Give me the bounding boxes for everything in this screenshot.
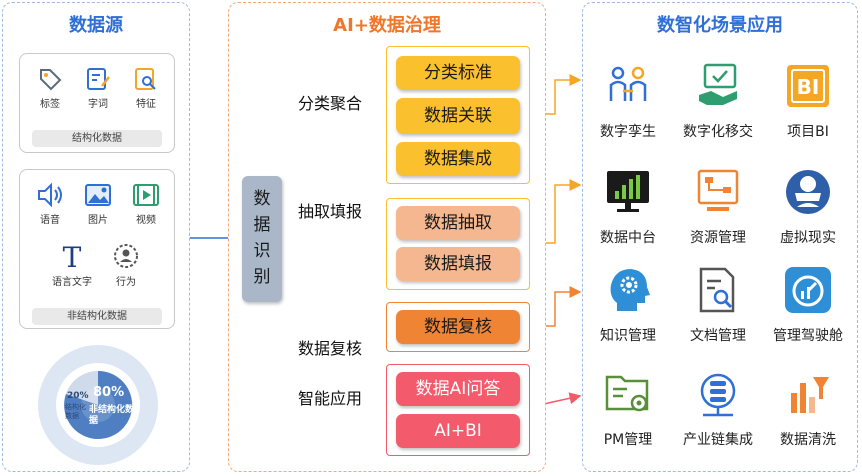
- word-item: 字词: [70, 66, 126, 110]
- edit-word-icon: [87, 68, 110, 90]
- group-4-frame: [386, 364, 530, 456]
- knowledge-icon: [610, 269, 650, 311]
- picture-item: 图片: [70, 182, 126, 226]
- structured-data-box: 标签 字词 特征 结构化数据: [19, 53, 175, 153]
- speech-label: 语音: [40, 215, 60, 226]
- ai-governance-title: AI+数据治理: [333, 15, 441, 36]
- scenario-panel: 数智化场景应用 数字孪生 数字化移交 BI 项目BI 数据中台 资源管理 虚拟现…: [582, 2, 858, 472]
- core-data-recognition: 数据识别: [242, 176, 282, 302]
- speech-item: 语音: [22, 182, 78, 226]
- donut-outer-label: 非结构化数据: [89, 405, 135, 426]
- app-knowledge: 知识管理: [583, 265, 673, 345]
- branch-label-1: 分类聚合: [298, 94, 363, 113]
- app-label: 数字孪生: [600, 124, 656, 140]
- bi-icon: BI: [787, 65, 829, 107]
- app-project-bi: BI 项目BI: [763, 61, 853, 141]
- unstructured-data-box: 语音 图片 视频 T 语言文字 行为 非结构化数据: [19, 169, 175, 329]
- item-data-extraction: 数据抽取: [396, 206, 520, 240]
- image-icon: [85, 184, 111, 206]
- behavior-icon: [114, 244, 138, 268]
- tag-icon: [40, 69, 62, 91]
- behavior-item: 行为: [98, 242, 154, 288]
- app-virtual-reality: 虚拟现实: [763, 167, 853, 247]
- feature-item: 特征: [118, 66, 174, 110]
- data-source-title: 数据源: [69, 15, 123, 36]
- group-1-frame: [386, 46, 530, 184]
- app-data-cleaning: 数据清洗: [763, 369, 853, 449]
- app-label: 资源管理: [690, 230, 746, 246]
- item-data-ai-qa: 数据AI问答: [396, 372, 520, 406]
- svg-text:BI: BI: [797, 75, 820, 99]
- structured-caption: 结构化数据: [32, 130, 162, 147]
- app-pm: PM管理: [583, 369, 673, 449]
- feature-label: 特征: [136, 99, 156, 110]
- app-resource-management: 资源管理: [673, 167, 763, 247]
- data-source-panel: 数据源 标签 字词 特征 结构化数据 语音 图片 视频 T: [2, 2, 190, 472]
- item-ai-bi: AI+BI: [396, 414, 520, 448]
- group-2-frame: [386, 198, 530, 290]
- picture-label: 图片: [88, 215, 108, 226]
- video-icon: [133, 184, 159, 206]
- app-document: 文档管理: [673, 265, 763, 345]
- video-label: 视频: [136, 215, 156, 226]
- text-item: T 语言文字: [44, 242, 100, 288]
- branch-label-4: 智能应用: [298, 389, 363, 408]
- app-industry-chain: 产业链集成: [673, 369, 763, 449]
- app-label: 数据清洗: [780, 432, 836, 448]
- industry-chain-icon: [700, 373, 736, 417]
- tag-item: 标签: [22, 66, 78, 110]
- speaker-icon: [38, 182, 62, 208]
- app-label: PM管理: [603, 432, 653, 448]
- app-cockpit: 管理驾驶舱: [763, 265, 853, 345]
- item-data-review: 数据复核: [396, 310, 520, 344]
- item-data-association: 数据关联: [396, 98, 520, 134]
- app-label: 虚拟现实: [780, 230, 836, 246]
- app-label: 知识管理: [600, 328, 656, 344]
- branch-label-3: 数据复核: [298, 339, 363, 358]
- data-cleaning-icon: [791, 377, 829, 413]
- word-label: 字词: [88, 99, 108, 110]
- item-data-filling: 数据填报: [396, 247, 520, 281]
- core-label: 数据识别: [253, 189, 271, 287]
- donut-outer-pct: 80%: [93, 385, 125, 400]
- app-label: 管理驾驶舱: [773, 328, 843, 344]
- cockpit-icon: [785, 267, 831, 313]
- feature-search-icon: [135, 68, 156, 90]
- donut-inner-pct: 20%: [67, 391, 89, 401]
- app-label: 文档管理: [690, 328, 746, 344]
- app-digital-twin: 数字孪生: [583, 61, 673, 141]
- app-label: 数据中台: [600, 230, 656, 246]
- video-item: 视频: [118, 182, 174, 226]
- scenario-title: 数智化场景应用: [657, 15, 783, 36]
- app-digital-migration: 数字化移交: [673, 61, 763, 141]
- app-data-center: 数据中台: [583, 167, 673, 247]
- donut-graphic: [38, 345, 158, 465]
- text-label: 语言文字: [52, 277, 92, 288]
- group-3-frame: [386, 302, 530, 352]
- data-ratio-donut: 80% 非结构化数据 20% 结构化数据: [23, 339, 173, 469]
- branch-label-2: 抽取填报: [298, 202, 363, 221]
- digital-migration-icon: [699, 63, 737, 105]
- tag-label: 标签: [40, 99, 60, 110]
- app-label: 产业链集成: [683, 432, 753, 448]
- app-label: 数字化移交: [683, 124, 753, 140]
- item-data-integration: 数据集成: [396, 142, 520, 176]
- resource-management-icon: [697, 169, 739, 211]
- behavior-label: 行为: [116, 277, 136, 288]
- unstructured-caption: 非结构化数据: [32, 308, 162, 325]
- svg-text:T: T: [63, 242, 82, 270]
- app-label: 项目BI: [787, 124, 829, 140]
- vr-icon: [786, 170, 830, 214]
- document-icon: [699, 267, 735, 313]
- item-classification-standard: 分类标准: [396, 56, 520, 90]
- pm-icon: [605, 375, 649, 412]
- text-t-icon: T: [63, 242, 82, 270]
- data-center-icon: [607, 171, 649, 212]
- donut-inner-label: 结构化数据: [65, 403, 86, 420]
- digital-twin-icon: [609, 66, 647, 101]
